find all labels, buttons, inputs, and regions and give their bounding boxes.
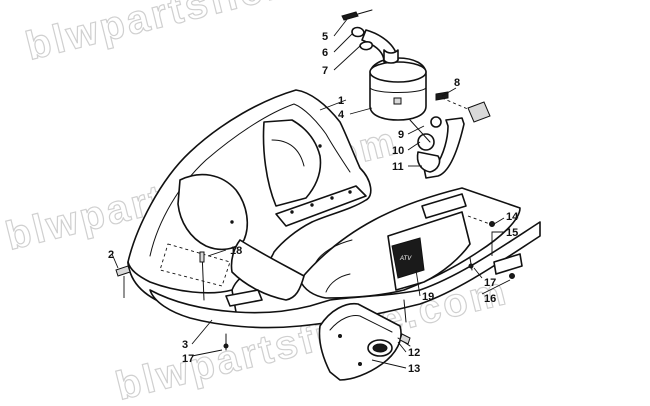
- callout-16: 16: [484, 293, 496, 305]
- callout-19: 19: [422, 291, 434, 303]
- leader-lines: [111, 17, 511, 369]
- callout-labels: 1 2 3 4 5 6 7 8 9 10 11 12 13 14 15 16 1…: [108, 31, 519, 375]
- callout-3: 3: [182, 339, 188, 351]
- callout-14: 14: [506, 211, 519, 223]
- callout-5: 5: [322, 31, 328, 43]
- fastener-16: [509, 273, 515, 279]
- callout-10: 10: [392, 145, 404, 157]
- mount-plate: [493, 253, 523, 275]
- callout-1: 1: [338, 95, 344, 107]
- callout-13: 13: [408, 363, 420, 375]
- decal-text: ATV: [399, 256, 412, 262]
- air-inlet-horn: [318, 302, 411, 381]
- callout-4: 4: [338, 109, 345, 121]
- callout-17-upper: 17: [484, 277, 496, 289]
- bracket-assembly: [409, 91, 491, 179]
- plate-holes: [230, 144, 352, 224]
- callout-8: 8: [454, 77, 460, 89]
- fastener-2: [115, 265, 131, 298]
- pin-17-lower: [223, 333, 229, 351]
- callout-15: 15: [506, 227, 518, 239]
- muffler-assembly: [341, 9, 427, 121]
- callout-9: 9: [398, 129, 404, 141]
- callout-17-lower: 17: [182, 353, 194, 365]
- pin-17-upper: [468, 257, 474, 271]
- callout-12: 12: [408, 347, 420, 359]
- callout-7: 7: [322, 65, 328, 77]
- callout-11: 11: [392, 161, 404, 173]
- callout-2: 2: [108, 249, 114, 261]
- callout-6: 6: [322, 47, 328, 59]
- callout-18: 18: [230, 245, 242, 257]
